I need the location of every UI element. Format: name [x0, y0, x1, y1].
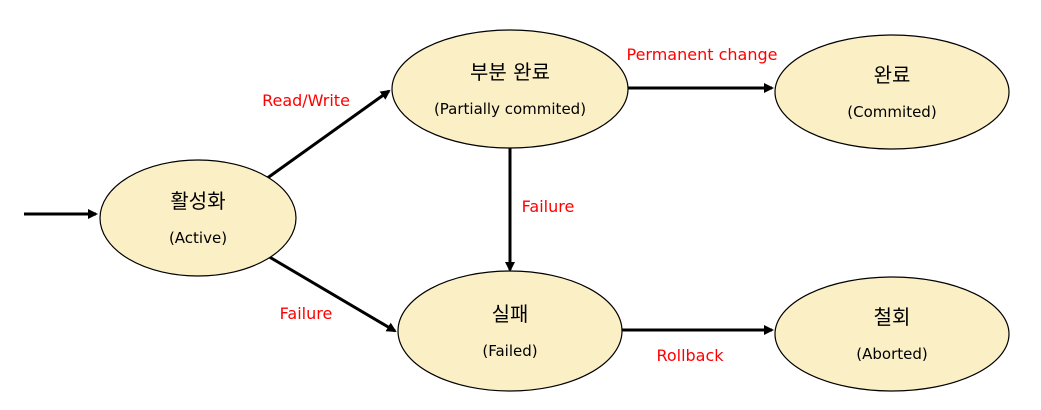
state-active-subtitle: (Active) [169, 229, 227, 247]
state-aborted: 철회 (Aborted) [774, 276, 1010, 392]
state-committed-subtitle: (Commited) [847, 103, 936, 121]
label-permanent-change: Permanent change [627, 45, 778, 64]
state-aborted-subtitle: (Aborted) [856, 345, 927, 363]
state-active: 활성화 (Active) [99, 159, 297, 277]
label-rollback: Rollback [656, 346, 724, 365]
state-active-title: 활성화 [170, 189, 225, 213]
state-failed-ellipse [397, 270, 623, 392]
state-partial-title: 부분 완료 [470, 60, 550, 84]
state-committed-title: 완료 [874, 63, 911, 87]
state-committed: 완료 (Commited) [774, 34, 1010, 150]
label-read-write: Read/Write [262, 91, 350, 110]
state-committed-ellipse [774, 34, 1010, 150]
state-failed-subtitle: (Failed) [482, 342, 537, 360]
label-failure-active: Failure [280, 304, 333, 323]
state-aborted-title: 철회 [874, 305, 911, 329]
edge-active-to-partial [265, 89, 391, 181]
state-failed: 실패 (Failed) [397, 270, 623, 392]
state-partial-ellipse [391, 29, 629, 149]
edge-active-to-failed [265, 253, 397, 333]
state-partial-subtitle: (Partially commited) [434, 100, 586, 118]
state-partial: 부분 완료 (Partially commited) [391, 29, 629, 149]
label-failure-partial: Failure [522, 197, 575, 216]
state-failed-title: 실패 [492, 302, 529, 326]
state-aborted-ellipse [774, 276, 1010, 392]
state-active-ellipse [99, 159, 297, 277]
